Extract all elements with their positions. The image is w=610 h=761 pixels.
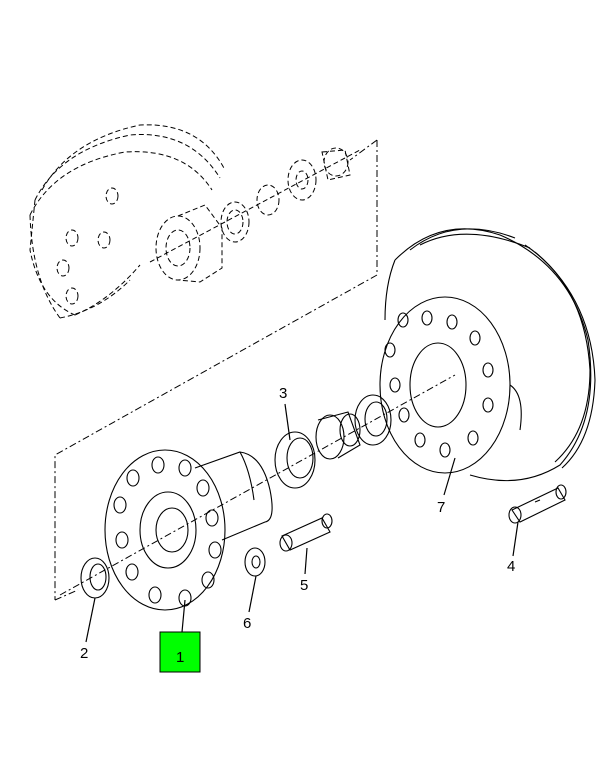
leader-lines <box>85 403 519 643</box>
wheel-hub <box>104 449 273 611</box>
ghost-spindle-assembly <box>29 124 361 319</box>
stud-long <box>508 484 567 524</box>
stud-short <box>279 513 333 552</box>
washer <box>244 547 266 577</box>
callout-1-highlight[interactable] <box>159 631 201 673</box>
callout-1-label[interactable]: 1 <box>176 649 184 666</box>
callout-7-label[interactable]: 7 <box>437 499 445 516</box>
callout-4-label[interactable]: 4 <box>507 558 515 575</box>
callout-5-label[interactable]: 5 <box>300 577 308 594</box>
brake-drum <box>379 228 596 482</box>
phantom-boundary <box>54 139 378 601</box>
callout-2-label[interactable]: 2 <box>80 645 88 662</box>
bearing-race <box>274 431 316 489</box>
bearing-cone <box>315 394 392 460</box>
callout-3-label[interactable]: 3 <box>279 385 287 402</box>
seal <box>80 557 110 599</box>
callout-6-label[interactable]: 6 <box>243 615 251 632</box>
center-axis <box>59 374 456 596</box>
